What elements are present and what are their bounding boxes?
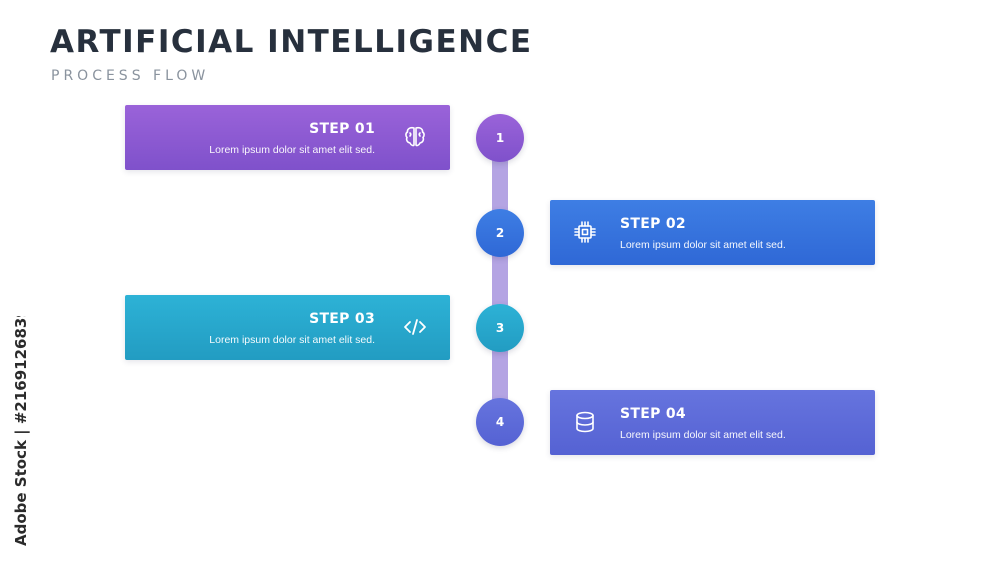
step-node-4: 4 [476,398,524,446]
step-title: STEP 02 [620,216,686,232]
timeline-connector-3-4 [492,350,508,402]
step-card-3: STEP 03 Lorem ipsum dolor sit amet elit … [125,295,450,360]
page-subtitle: PROCESS FLOW [51,68,210,84]
brain-icon [405,126,425,147]
step-number: 1 [495,131,505,145]
step-card-2: STEP 02 Lorem ipsum dolor sit amet elit … [550,200,875,265]
step-title: STEP 01 [309,121,375,137]
step-number: 3 [495,321,505,335]
step-number: 4 [495,415,505,429]
timeline-connector-2-3 [492,255,508,307]
step-description: Lorem ipsum dolor sit amet elit sed. [620,239,786,251]
step-node-2: 2 [476,209,524,257]
step-title: STEP 04 [620,406,686,422]
chip-icon [574,221,596,243]
page-title: ARTIFICIAL INTELLIGENCE [50,24,533,60]
step-description: Lorem ipsum dolor sit amet elit sed. [209,334,375,346]
step-card-4: STEP 04 Lorem ipsum dolor sit amet elit … [550,390,875,455]
step-title: STEP 03 [309,311,375,327]
step-description: Lorem ipsum dolor sit amet elit sed. [620,429,786,441]
step-description: Lorem ipsum dolor sit amet elit sed. [209,144,375,156]
watermark-text: Adobe Stock | #216912683​9 [12,316,31,546]
stock-watermark: Adobe Stock | #216912683​9 [12,316,31,546]
step-number: 2 [495,226,505,240]
timeline-connector-1-2 [492,160,508,212]
code-icon [404,319,426,335]
step-card-1: STEP 01 Lorem ipsum dolor sit amet elit … [125,105,450,170]
step-node-3: 3 [476,304,524,352]
database-icon [576,411,594,433]
step-node-1: 1 [476,114,524,162]
